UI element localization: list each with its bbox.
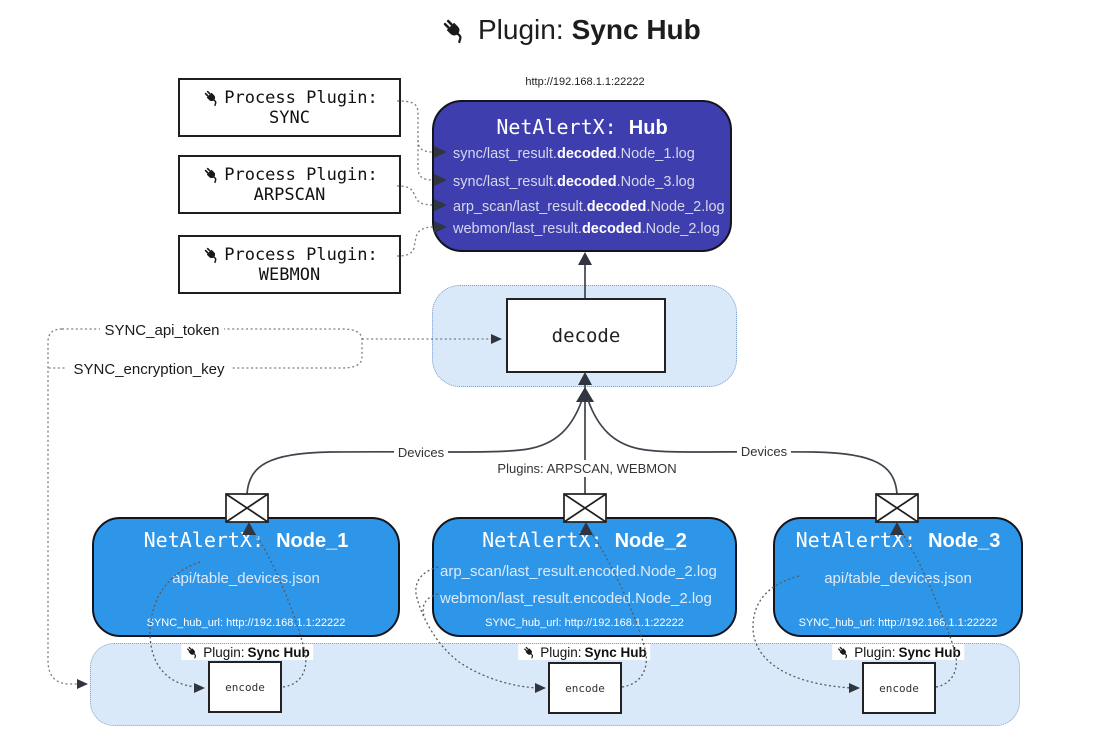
node-file: arp_scan/last_result.encoded.Node_2.log: [440, 563, 717, 580]
hub-title-prefix: NetAlertX:: [496, 115, 617, 139]
process-plugin-name: ARPSCAN: [253, 185, 326, 205]
node-2-box: NetAlertX: Node_2 arp_scan/last_result.e…: [432, 517, 737, 637]
arrowhead-into-encode-band: [77, 679, 88, 689]
plug-icon: [201, 244, 222, 265]
hub-url-label: http://192.168.1.1:22222: [525, 76, 645, 88]
edge-config-to-encode-band: [47, 328, 79, 685]
hub-log-line: sync/last_result.decoded.Node_1.log: [453, 146, 695, 162]
edge-config-loop: [48, 328, 363, 369]
edge-node3-devices: [587, 399, 898, 495]
process-plugin-sync-box: Process Plugin: SYNC: [178, 78, 401, 137]
hub-log-line: arp_scan/last_result.decoded.Node_2.log: [453, 199, 725, 215]
node-file: api/table_devices.json: [172, 570, 320, 587]
process-plugin-webmon-header: Process Plugin:: [201, 244, 378, 265]
node-hub-url: SYNC_hub_url: http://192.168.1.1:22222: [485, 617, 684, 629]
arrowhead-into-hub: [578, 252, 592, 265]
edge-node1-devices: [246, 399, 583, 495]
node-file: webmon/last_result.encoded.Node_2.log: [440, 590, 712, 607]
edge-label-devices-right: Devices: [741, 444, 788, 459]
edge-label-plugins-center: Plugins: ARPSCAN, WEBMON: [497, 461, 676, 476]
node-3-box: NetAlertX: Node_3 api/table_devices.json…: [773, 517, 1023, 637]
process-plugin-sync-header: Process Plugin:: [201, 87, 378, 108]
plug-icon: [184, 644, 200, 660]
label-bg: [503, 460, 671, 477]
edge-webmon-to-hub: [396, 226, 434, 257]
encode-box-1: encode: [208, 661, 282, 713]
process-plugin-name: SYNC: [269, 108, 310, 128]
node-title: NetAlertX: Node_2: [482, 528, 687, 552]
hub-box: NetAlertX: Hub sync/last_result.decoded.…: [432, 100, 732, 252]
encode-plugin-label-3: Plugin:Sync Hub: [832, 644, 964, 660]
encode-box-2: encode: [548, 662, 622, 714]
title-prefix: Plugin:: [478, 14, 564, 45]
edge-sync-to-hub-1: [396, 100, 434, 153]
encode-plugin-label-1: Plugin:Sync Hub: [181, 644, 313, 660]
hub-log-line: webmon/last_result.decoded.Node_2.log: [453, 221, 720, 237]
process-plugin-label: Process Plugin:: [224, 87, 378, 108]
encode-plugin-label-2: Plugin:Sync Hub: [518, 644, 650, 660]
plug-icon: [438, 14, 470, 46]
node-file: api/table_devices.json: [824, 570, 972, 587]
edge-arpscan-to-hub: [396, 185, 434, 206]
process-plugin-arpscan-header: Process Plugin:: [201, 164, 378, 185]
edge-label-devices-left: Devices: [398, 445, 445, 460]
hub-title: NetAlertX: Hub: [434, 115, 730, 140]
process-plugin-arpscan-box: Process Plugin: ARPSCAN: [178, 155, 401, 214]
process-plugin-label: Process Plugin:: [224, 164, 378, 185]
arrowhead-into-decode-band: [576, 387, 594, 402]
plug-icon: [835, 644, 851, 660]
process-plugin-label: Process Plugin:: [224, 244, 378, 265]
process-plugin-webmon-box: Process Plugin: WEBMON: [178, 235, 401, 294]
decode-box: decode: [506, 298, 666, 373]
edge-sync-to-hub-2: [417, 140, 434, 181]
label-bg: [737, 443, 791, 459]
hub-log-line: sync/last_result.decoded.Node_3.log: [453, 174, 695, 190]
plug-icon: [201, 87, 222, 108]
plug-icon: [521, 644, 537, 660]
title-name: Sync Hub: [571, 14, 701, 45]
node-hub-url: SYNC_hub_url: http://192.168.1.1:22222: [146, 617, 346, 629]
node-title: NetAlertX: Node_1: [143, 528, 349, 552]
config-label-api-token: SYNC_api_token: [104, 322, 219, 339]
node-hub-url: SYNC_hub_url: http://192.168.1.1:22222: [798, 617, 998, 629]
page-title: Plugin: Sync Hub: [438, 14, 701, 46]
label-bg: [66, 359, 232, 378]
label-bg: [100, 320, 224, 339]
config-label-encryption-key: SYNC_encryption_key: [74, 361, 225, 378]
encode-box-3: encode: [862, 662, 936, 714]
node-1-box: NetAlertX: Node_1 api/table_devices.json…: [92, 517, 400, 637]
plug-icon: [201, 164, 222, 185]
process-plugin-name: WEBMON: [258, 265, 321, 285]
label-bg: [394, 444, 448, 460]
node-title: NetAlertX: Node_3: [795, 528, 1001, 552]
decode-label: decode: [551, 324, 621, 347]
hub-title-name: Hub: [628, 117, 668, 139]
